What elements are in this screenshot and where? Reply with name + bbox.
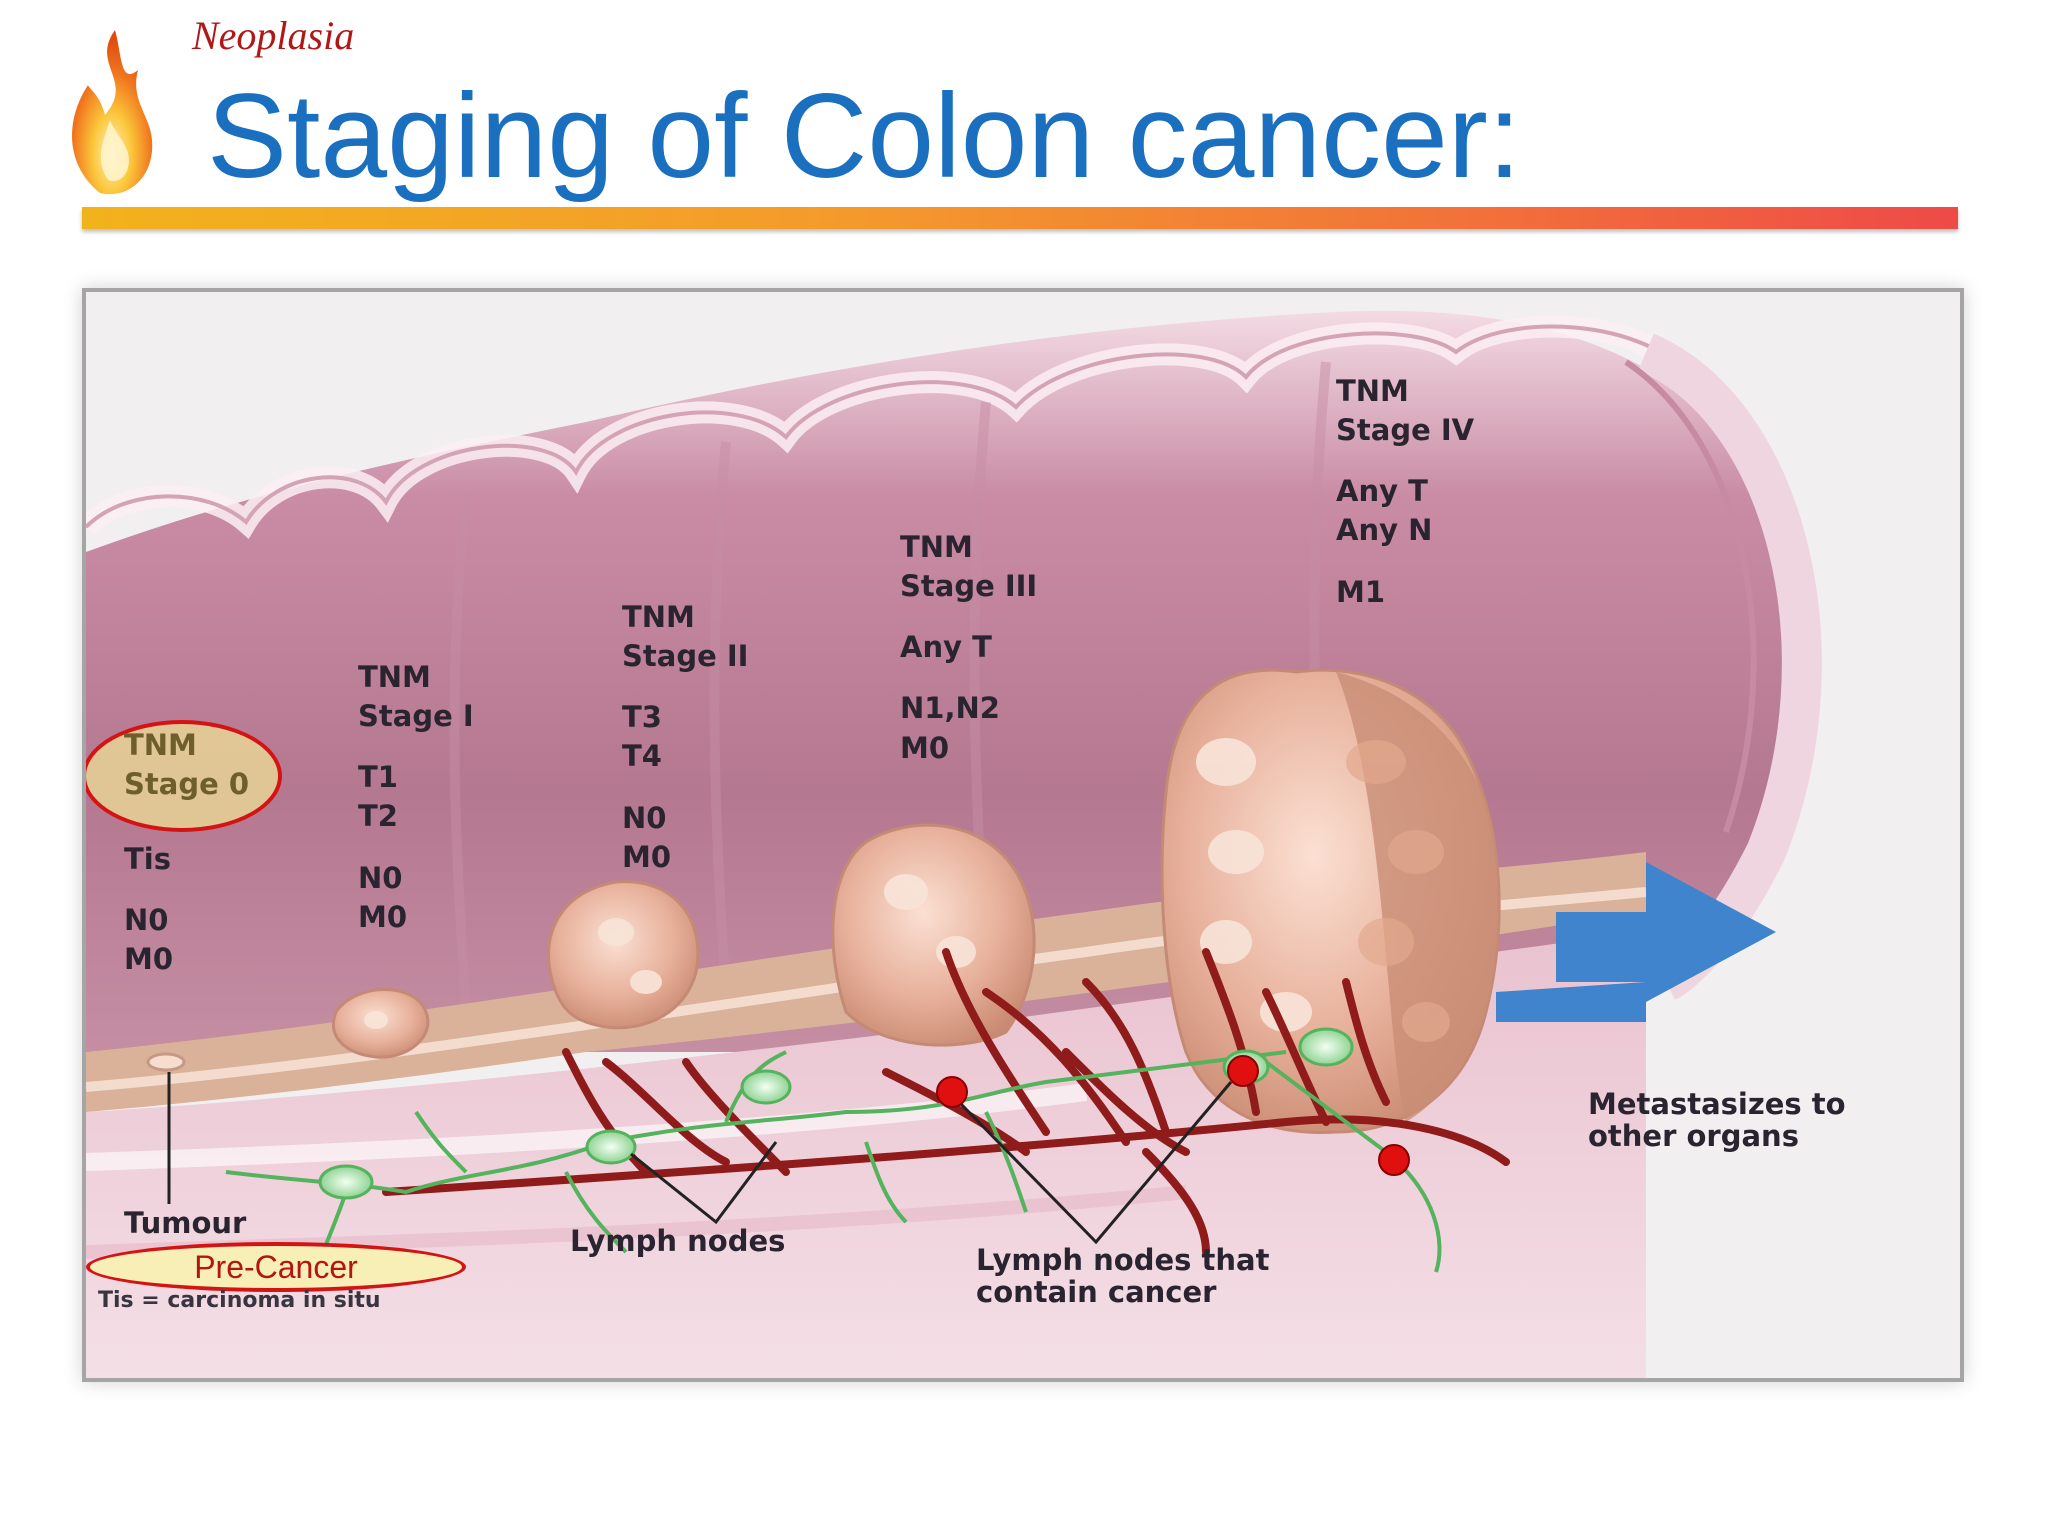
stage0-heading: TNM Stage 0: [124, 728, 250, 802]
colon-illustration: [86, 310, 1822, 1378]
lymph-nodes-label: Lymph nodes: [570, 1224, 786, 1258]
stage1-label: TNM Stage I T1 T2 N0 M0: [358, 660, 474, 934]
tumour-stage3: [831, 823, 1036, 1047]
precancer-badge: Pre-Cancer: [86, 1242, 466, 1292]
tis-note: Tis = carcinoma in situ: [98, 1288, 381, 1313]
cancer-node-markers: [936, 1055, 1410, 1176]
tumour-stage2: [547, 880, 700, 1030]
metastasis-arrow: [1556, 862, 1776, 1002]
stage0-details: Tis N0 M0: [124, 842, 174, 977]
lymph-nodes-cancer-label: Lymph nodes that contain cancer: [976, 1243, 1270, 1310]
metastasis-label: Metastasizes to other organs: [1588, 1087, 1846, 1154]
title-divider: [82, 207, 1958, 229]
flame-icon: [72, 30, 153, 195]
colon-staging-diagram: TNM Stage 0 Tis N0 M0 TNM Stage I T1 T2 …: [82, 288, 1964, 1382]
stage2-label: TNM Stage II T3 T4 N0 M0: [622, 600, 749, 874]
tumour-stage0: [146, 1052, 186, 1072]
tumour-label: Tumour: [124, 1206, 247, 1240]
stage0-highlight-ring: [86, 720, 282, 832]
page-title: Staging of Colon cancer:: [207, 69, 1522, 203]
lymph-nodes: [318, 1027, 1354, 1200]
stage4-label: TNM Stage IV Any T Any N M1: [1336, 374, 1475, 609]
section-subtitle: Neoplasia: [192, 13, 355, 58]
stage3-label: TNM Stage III Any T N1,N2 M0: [900, 530, 1038, 765]
